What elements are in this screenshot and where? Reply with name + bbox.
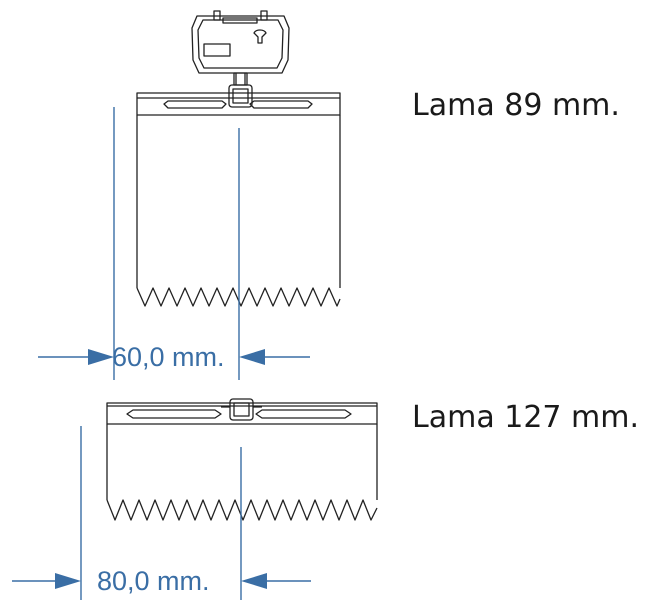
dimension-80 [12,426,311,600]
dimension-60 [38,107,310,380]
dimension-80-label: 80,0 mm. [97,566,210,596]
carrier-hanger [191,10,290,108]
slat-127-body [106,398,378,521]
dimension-60-label: 60,0 mm. [112,342,225,372]
slat-89-label: Lama 89 mm. [412,88,620,123]
slat-89-body [136,92,341,307]
slat-127-label: Lama 127 mm. [412,400,640,435]
